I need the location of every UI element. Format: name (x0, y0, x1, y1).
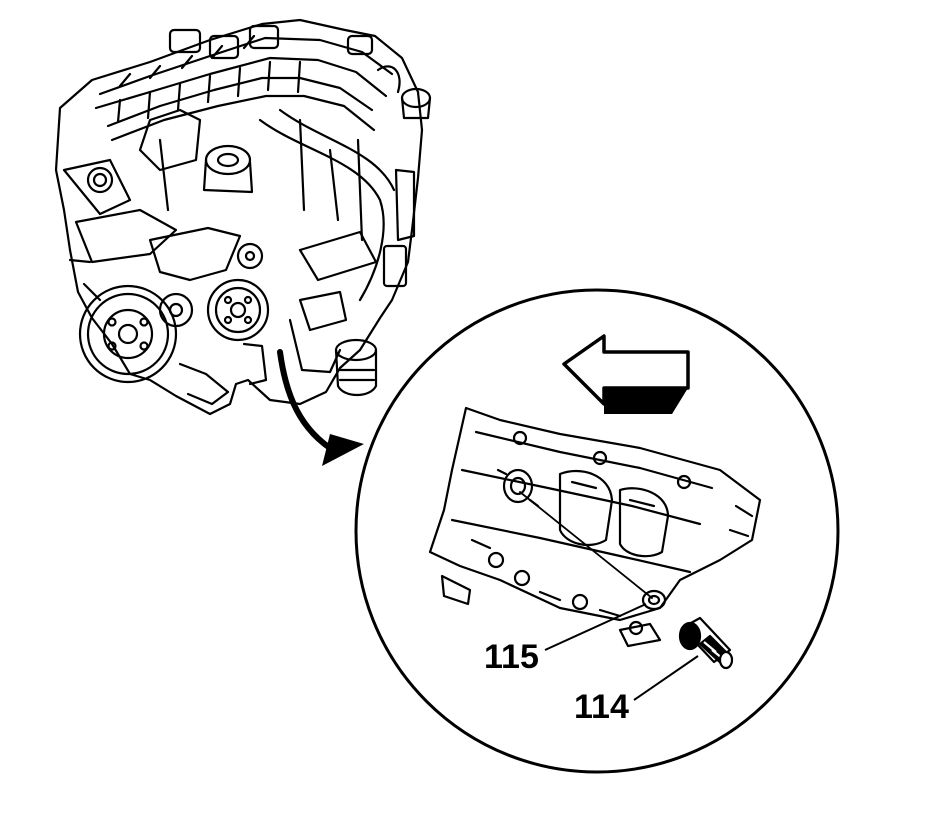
callout-leaders (544, 603, 699, 701)
leader-114 (633, 655, 699, 701)
orientation-arrow (562, 334, 690, 414)
callout-114: 114 (574, 688, 629, 726)
detail-view: 115 114 (354, 288, 840, 774)
leader-115 (544, 603, 647, 651)
sensor-part (678, 616, 734, 670)
engine-illustration (54, 18, 432, 416)
detail-leader-arrow (277, 349, 364, 466)
block-detail (428, 406, 762, 648)
callout-115: 115 (484, 638, 539, 676)
